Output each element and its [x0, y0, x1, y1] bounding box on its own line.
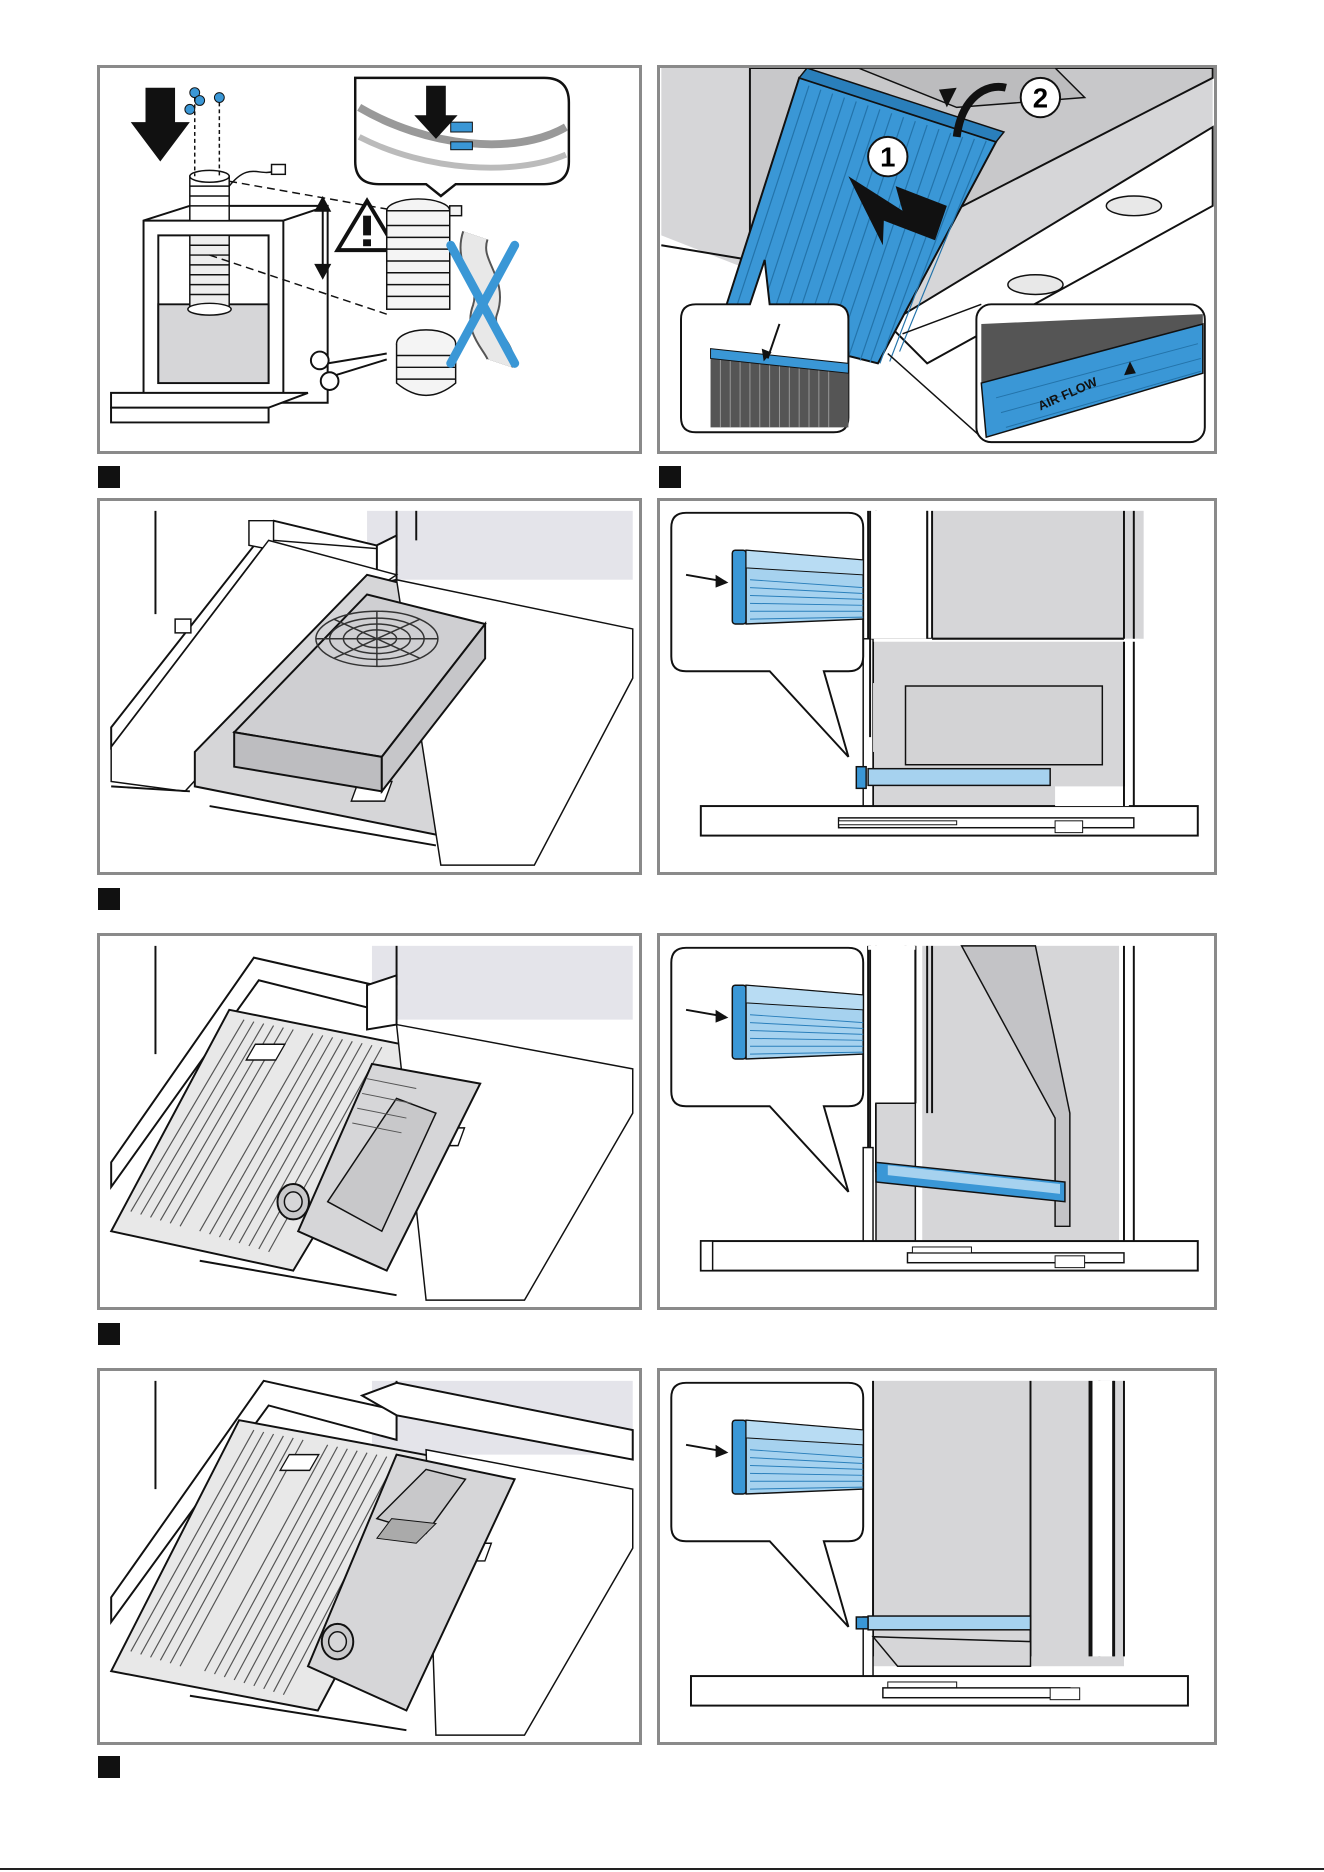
step-2-label: 2: [1033, 82, 1048, 113]
extraction-unit-drawing: [100, 501, 639, 872]
filter-section-2-drawing: [660, 936, 1214, 1307]
duct-installation-drawing: [100, 68, 639, 451]
figure-filter-position-section-3: [657, 1368, 1217, 1745]
figure-grille-recirculation-view: [97, 933, 642, 1310]
figure-filter-position-section-2: [657, 933, 1217, 1310]
figure-filter-insertion: 1 2 AIR FLOW: [657, 65, 1217, 454]
figure-extraction-unit-view: [97, 498, 642, 875]
figure-marker-4: [98, 1323, 120, 1345]
figure-marker-2: [659, 466, 681, 488]
page-bottom-rule: [0, 1868, 1324, 1870]
figure-marker-5: [98, 1756, 120, 1778]
grille-recirculation-2-drawing: [100, 1371, 639, 1742]
fan-grille-icon: [316, 611, 438, 666]
figure-filter-position-section: [657, 498, 1217, 875]
figure-duct-installation: [97, 65, 642, 454]
down-arrow-icon: [131, 88, 190, 162]
filter-section-3-drawing: [660, 1371, 1214, 1742]
figure-marker-1: [98, 466, 120, 488]
figure-marker-3: [98, 888, 120, 910]
filter-insertion-drawing: 1 2 AIR FLOW: [660, 68, 1214, 451]
filter-section-drawing: [660, 501, 1214, 872]
grille-recirculation-drawing: [100, 936, 639, 1307]
figure-grille-recirculation-view-2: [97, 1368, 642, 1745]
step-1-label: 1: [880, 141, 895, 172]
